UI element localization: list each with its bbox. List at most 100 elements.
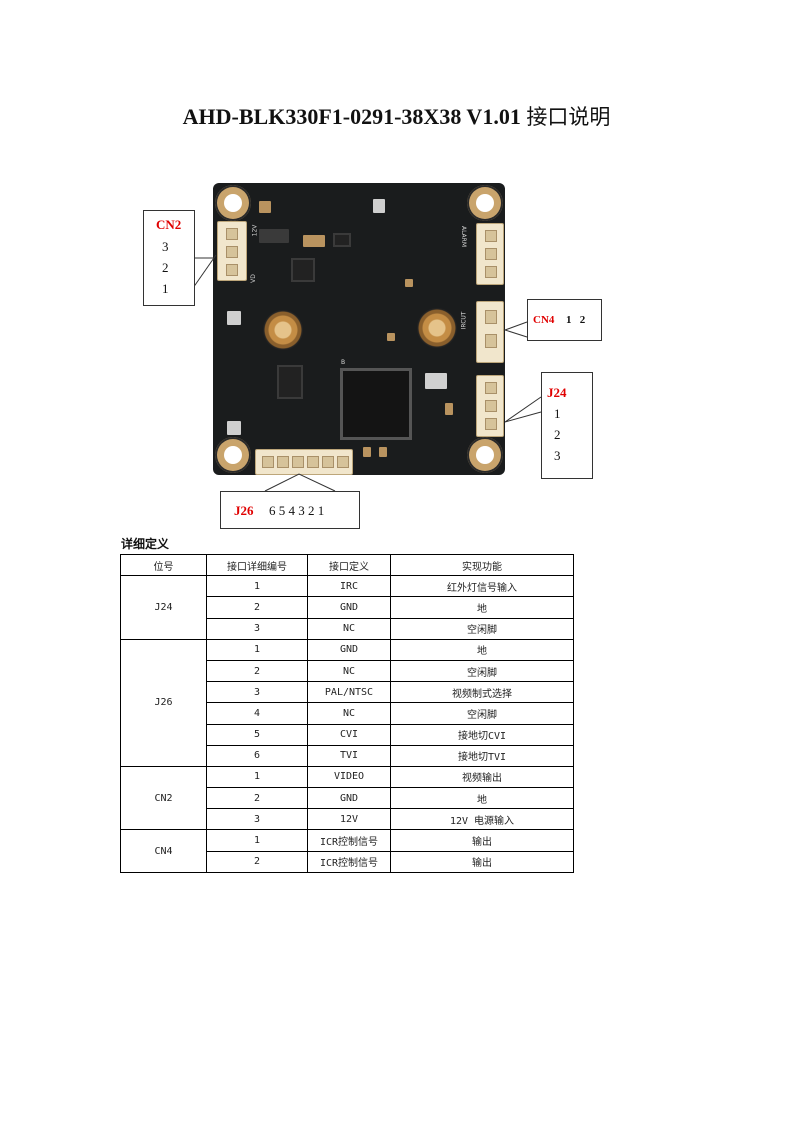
- pin-function-cell: 输出: [390, 829, 574, 852]
- table-header-row: 位号 接口详细编号 接口定义 实现功能: [120, 553, 574, 577]
- ic-top: [333, 233, 351, 247]
- pin-number-cell: 3: [206, 681, 308, 704]
- main-processor-chip: [343, 371, 409, 437]
- corner-hole-bottom-left: [215, 437, 251, 473]
- title-main: AHD-BLK330F1-0291-38X38 V1.01: [182, 104, 521, 129]
- tantalum-cap: [303, 235, 325, 247]
- header-function: 实现功能: [390, 553, 574, 577]
- j26-connector: [255, 449, 353, 475]
- pin-function-cell: 红外灯信号输入: [390, 575, 574, 598]
- alarm-connector: [476, 223, 504, 285]
- pin-function-cell: 地: [390, 638, 574, 661]
- pin-number-cell: 2: [206, 850, 308, 873]
- silk-vd: VD: [249, 274, 257, 283]
- pin-number-cell: 1: [206, 575, 308, 598]
- pin-function-cell: 视频制式选择: [390, 681, 574, 704]
- cn2-pin-1: 1: [162, 281, 169, 296]
- smd-9: [387, 333, 395, 341]
- ref-designator-cell: J26: [120, 638, 207, 767]
- cn4-pins: 1 2: [566, 314, 586, 326]
- pin-number-cell: 5: [206, 723, 308, 746]
- smd-5: [363, 447, 371, 457]
- pin-function-cell: 空闲脚: [390, 702, 574, 725]
- pin-number-cell: 2: [206, 659, 308, 683]
- silk-b: B: [341, 359, 346, 366]
- corner-hole-top-right: [467, 185, 503, 221]
- pin-number-cell: 6: [206, 744, 308, 767]
- cn4-label: CN4: [533, 314, 555, 326]
- pin-number-cell: 2: [206, 787, 308, 810]
- pin-definition-cell: CVI: [307, 723, 391, 746]
- header-definition: 接口定义: [307, 553, 391, 577]
- smd-8: [405, 279, 413, 287]
- pin-function-cell: 地: [390, 787, 574, 810]
- inductor: [291, 258, 315, 282]
- cn2-connector: [217, 221, 247, 281]
- capacitor-block: [259, 229, 289, 243]
- smd-3: [227, 311, 241, 325]
- ref-designator-cell: J24: [120, 575, 207, 640]
- pin-number-cell: 3: [206, 808, 308, 831]
- pin-number-cell: 4: [206, 702, 308, 725]
- cn2-pin-2: 2: [162, 260, 169, 275]
- j26-pins: 6 5 4 3 2 1: [269, 503, 325, 518]
- section-label: 详细定义: [121, 537, 170, 551]
- smd-7: [445, 403, 453, 415]
- pcb-board-image: 12V VD ALARM IRCUT B: [213, 183, 505, 475]
- lens-mount-hole-right: [417, 308, 457, 348]
- j24-label: J24: [547, 385, 567, 400]
- j26-pointer: [264, 473, 336, 492]
- silk-12v: 12V: [251, 224, 259, 237]
- pin-definition-cell: NC: [307, 702, 391, 725]
- silk-alarm: ALARM: [460, 225, 468, 248]
- pin-number-cell: 1: [206, 765, 308, 789]
- pin-function-cell: 空闲脚: [390, 659, 574, 683]
- pin-definition-cell: ICR控制信号: [307, 850, 391, 873]
- smd-4: [227, 421, 241, 435]
- j24-callout: J24 1 2 3: [541, 372, 593, 479]
- corner-hole-bottom-right: [467, 437, 503, 473]
- cn2-label: CN2: [156, 217, 182, 232]
- j24-pin-1: 1: [554, 406, 561, 421]
- smd-2: [373, 199, 385, 213]
- title-cn: 接口说明: [526, 105, 611, 129]
- pin-definition-cell: VIDEO: [307, 765, 391, 789]
- header-ref: 位号: [120, 553, 207, 577]
- pin-definition-cell: IRC: [307, 575, 391, 598]
- j24-pin-3: 3: [554, 448, 561, 463]
- pin-definition-cell: TVI: [307, 744, 391, 767]
- pin-number-cell: 1: [206, 638, 308, 661]
- cn4-connector: [476, 301, 504, 363]
- pin-number-cell: 2: [206, 596, 308, 619]
- j24-connector: [476, 375, 504, 437]
- smd-6: [379, 447, 387, 457]
- smd-1: [259, 201, 271, 213]
- lens-mount-hole-left: [263, 310, 303, 350]
- pin-definition-cell: PAL/NTSC: [307, 681, 391, 704]
- pin-definition-cell: GND: [307, 787, 391, 810]
- j26-callout: J26 6 5 4 3 2 1: [220, 491, 360, 529]
- pin-definition-cell: GND: [307, 638, 391, 661]
- crystal: [425, 373, 447, 389]
- corner-hole-top-left: [215, 185, 251, 221]
- ref-designator-cell: CN4: [120, 829, 207, 873]
- pin-function-cell: 空闲脚: [390, 617, 574, 640]
- pin-number-cell: 1: [206, 829, 308, 852]
- pin-definition-cell: GND: [307, 596, 391, 619]
- pin-function-cell: 接地切TVI: [390, 744, 574, 767]
- cn2-callout: CN2 3 2 1: [143, 210, 195, 306]
- header-pin-no: 接口详细编号: [206, 553, 308, 577]
- pin-definition-cell: ICR控制信号: [307, 829, 391, 852]
- ref-designator-cell: CN2: [120, 765, 207, 831]
- pin-definition-cell: NC: [307, 617, 391, 640]
- j26-label: J26: [234, 503, 254, 518]
- pin-function-cell: 地: [390, 596, 574, 619]
